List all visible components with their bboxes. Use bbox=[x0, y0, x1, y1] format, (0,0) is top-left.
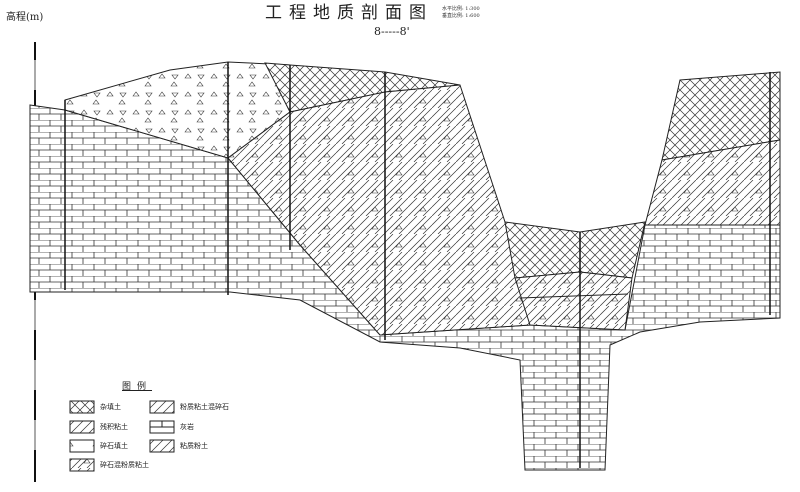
boreholes bbox=[64, 62, 771, 468]
legend-swatch-diagonal-triangle bbox=[149, 400, 175, 414]
legend-title: 图例 bbox=[122, 382, 153, 392]
legend-label: 灰岩 bbox=[180, 423, 194, 431]
y-axis-label: 高程(m) bbox=[6, 12, 44, 23]
vertical-scale: 垂直比例: 1:600 bbox=[442, 13, 480, 19]
legend-label: 碎石填土 bbox=[100, 442, 128, 450]
legend-label: 粉质粘土混碎石 bbox=[180, 403, 229, 411]
legend-swatches bbox=[69, 400, 175, 472]
legend-label: 粘质粉土 bbox=[180, 442, 208, 450]
legend-label: 杂填土 bbox=[100, 403, 121, 411]
layer-boundary bbox=[519, 293, 629, 299]
horizontal-scale: 水平比例: 1:300 bbox=[442, 6, 480, 12]
scale-notes: 水平比例: 1:300 垂直比例: 1:600 bbox=[442, 6, 480, 20]
legend-swatch-crosshatch bbox=[69, 400, 95, 414]
legend-label: 残积粘土 bbox=[100, 423, 128, 431]
legend-swatch-triangle bbox=[69, 439, 95, 453]
section-label: 8-----8' bbox=[374, 25, 410, 38]
drawing-title: 工程地质剖面图 bbox=[265, 3, 433, 23]
legend-swatch-diagonal bbox=[69, 420, 95, 434]
valley-clay-layer bbox=[514, 271, 633, 331]
legend-swatch-diagonal-dense bbox=[149, 439, 175, 453]
valley-fill-layer bbox=[504, 221, 646, 279]
legend-swatch-mixed bbox=[69, 458, 95, 472]
legend-label: 碎石混粉质粘土 bbox=[100, 461, 149, 469]
right-clay-layer bbox=[644, 139, 781, 226]
